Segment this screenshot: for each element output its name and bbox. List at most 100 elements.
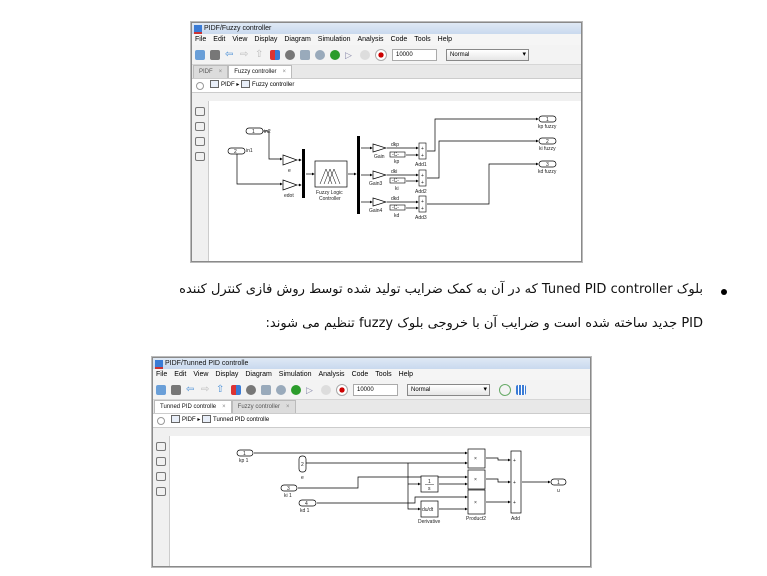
inport-e[interactable]: 2e: [298, 455, 307, 481]
menu-tools[interactable]: Tools: [414, 36, 431, 43]
tab-fuzzy-controller[interactable]: Fuzzy controller×: [228, 65, 293, 78]
menu-simulation[interactable]: Simulation: [278, 371, 312, 378]
menu-diagram[interactable]: Diagram: [284, 36, 311, 43]
gain-e[interactable]: e: [282, 154, 299, 174]
model-advisor-icon[interactable]: [499, 383, 511, 396]
up-icon[interactable]: ⇧: [216, 383, 225, 395]
outport-u[interactable]: 1u: [550, 478, 567, 494]
menu-simulation[interactable]: Simulation: [317, 36, 351, 43]
up-icon[interactable]: ⇧: [255, 48, 264, 60]
menu-diagram[interactable]: Diagram: [245, 371, 272, 378]
tab-fuzzy-controller[interactable]: Fuzzy controller×: [231, 400, 296, 413]
save-icon[interactable]: [171, 384, 181, 395]
menu-view[interactable]: View: [193, 371, 209, 378]
step-forward-icon[interactable]: ▷: [306, 384, 313, 395]
menu-code[interactable]: Code: [390, 36, 408, 43]
simulation-mode-select[interactable]: Normal: [407, 383, 490, 396]
constant-kd[interactable]: -C-kd: [389, 204, 406, 219]
gain-edot[interactable]: edot: [282, 179, 299, 199]
fit-view-icon[interactable]: [195, 122, 205, 131]
menu-display[interactable]: Display: [254, 36, 278, 43]
menu-file[interactable]: File: [195, 36, 207, 43]
tab-tunned-pid-controlle[interactable]: Tunned PID controlle×: [154, 400, 232, 413]
simulation-mode-select[interactable]: Normal: [446, 48, 529, 61]
outport-kp-fuzzy[interactable]: 1kp fuzzy: [538, 115, 557, 130]
stop-icon[interactable]: [321, 384, 331, 395]
back-icon[interactable]: ⇦: [186, 383, 195, 395]
add1-block[interactable]: ++Add1: [415, 142, 427, 168]
library-browser-icon[interactable]: [270, 49, 280, 60]
outport-kd-fuzzy[interactable]: 3kd fuzzy: [538, 160, 557, 175]
forward-icon[interactable]: ⇨: [240, 48, 249, 60]
menu-analysis[interactable]: Analysis: [318, 371, 345, 378]
zoom-icon[interactable]: [156, 442, 166, 451]
constant-kp[interactable]: -C-kp: [389, 151, 406, 165]
product-blocks[interactable]: × × × Product2: [466, 448, 486, 522]
stop-icon[interactable]: [360, 49, 370, 60]
build-icon[interactable]: [516, 384, 526, 395]
run-icon[interactable]: [291, 384, 301, 395]
stop-time-input[interactable]: 10000: [353, 383, 398, 396]
inport-kp1[interactable]: 1kp 1: [236, 449, 254, 464]
outport-ki-fuzzy[interactable]: 2ki fuzzy: [538, 137, 557, 152]
hide-browser-icon[interactable]: [157, 417, 165, 425]
breadcrumb-pidf[interactable]: PIDF: [221, 82, 235, 88]
breadcrumb-tunned-pid[interactable]: Tunned PID controlle: [213, 417, 270, 423]
model-explorer-icon[interactable]: [261, 384, 271, 395]
menu-edit[interactable]: Edit: [174, 371, 187, 378]
menu-view[interactable]: View: [232, 36, 248, 43]
run-icon[interactable]: [330, 49, 340, 60]
annotation-icon[interactable]: [195, 152, 205, 161]
demux-block[interactable]: [357, 136, 360, 214]
breadcrumb-pidf[interactable]: PIDF: [182, 417, 196, 423]
menu-display[interactable]: Display: [215, 371, 239, 378]
menu-tools[interactable]: Tools: [375, 371, 392, 378]
annotation-icon[interactable]: [156, 487, 166, 496]
inport-ki1[interactable]: 3ki 1: [280, 484, 298, 499]
new-model-icon[interactable]: [195, 49, 205, 60]
step-back-icon[interactable]: [276, 384, 286, 395]
back-icon[interactable]: ⇦: [225, 48, 234, 60]
constant-ki[interactable]: -C-ki: [389, 177, 406, 192]
menu-edit[interactable]: Edit: [213, 36, 226, 43]
save-icon[interactable]: [210, 49, 220, 60]
menu-file[interactable]: File: [156, 371, 168, 378]
record-icon[interactable]: [336, 383, 348, 396]
settings-gear-icon[interactable]: [285, 49, 295, 60]
add2-block[interactable]: ++Add2: [415, 169, 427, 195]
menu-help[interactable]: Help: [398, 371, 414, 378]
menu-code[interactable]: Code: [351, 371, 369, 378]
record-icon[interactable]: [375, 48, 387, 61]
close-icon[interactable]: ×: [282, 69, 287, 75]
arrow-icon[interactable]: [195, 137, 205, 146]
add3-block[interactable]: ++Add3: [415, 195, 427, 221]
close-icon[interactable]: ×: [222, 404, 226, 410]
close-icon[interactable]: ×: [286, 404, 290, 410]
add-block[interactable]: +++Add: [510, 450, 522, 522]
library-browser-icon[interactable]: [231, 384, 241, 395]
fit-view-icon[interactable]: [156, 457, 166, 466]
model-explorer-icon[interactable]: [300, 49, 310, 60]
step-forward-icon[interactable]: ▷: [345, 49, 352, 60]
arrow-icon[interactable]: [156, 472, 166, 481]
step-back-icon[interactable]: [315, 49, 325, 60]
stop-time-input[interactable]: 10000: [392, 48, 437, 61]
zoom-icon[interactable]: [195, 107, 205, 116]
menu-analysis[interactable]: Analysis: [357, 36, 384, 43]
inport-kd1[interactable]: 4kd 1: [298, 499, 317, 514]
tab-pidf[interactable]: PIDF×: [193, 65, 229, 78]
close-icon[interactable]: ×: [218, 69, 223, 75]
menu-help[interactable]: Help: [437, 36, 453, 43]
integrator-block[interactable]: 1s: [420, 475, 439, 493]
settings-gear-icon[interactable]: [246, 384, 256, 395]
mux-block[interactable]: [302, 149, 305, 198]
